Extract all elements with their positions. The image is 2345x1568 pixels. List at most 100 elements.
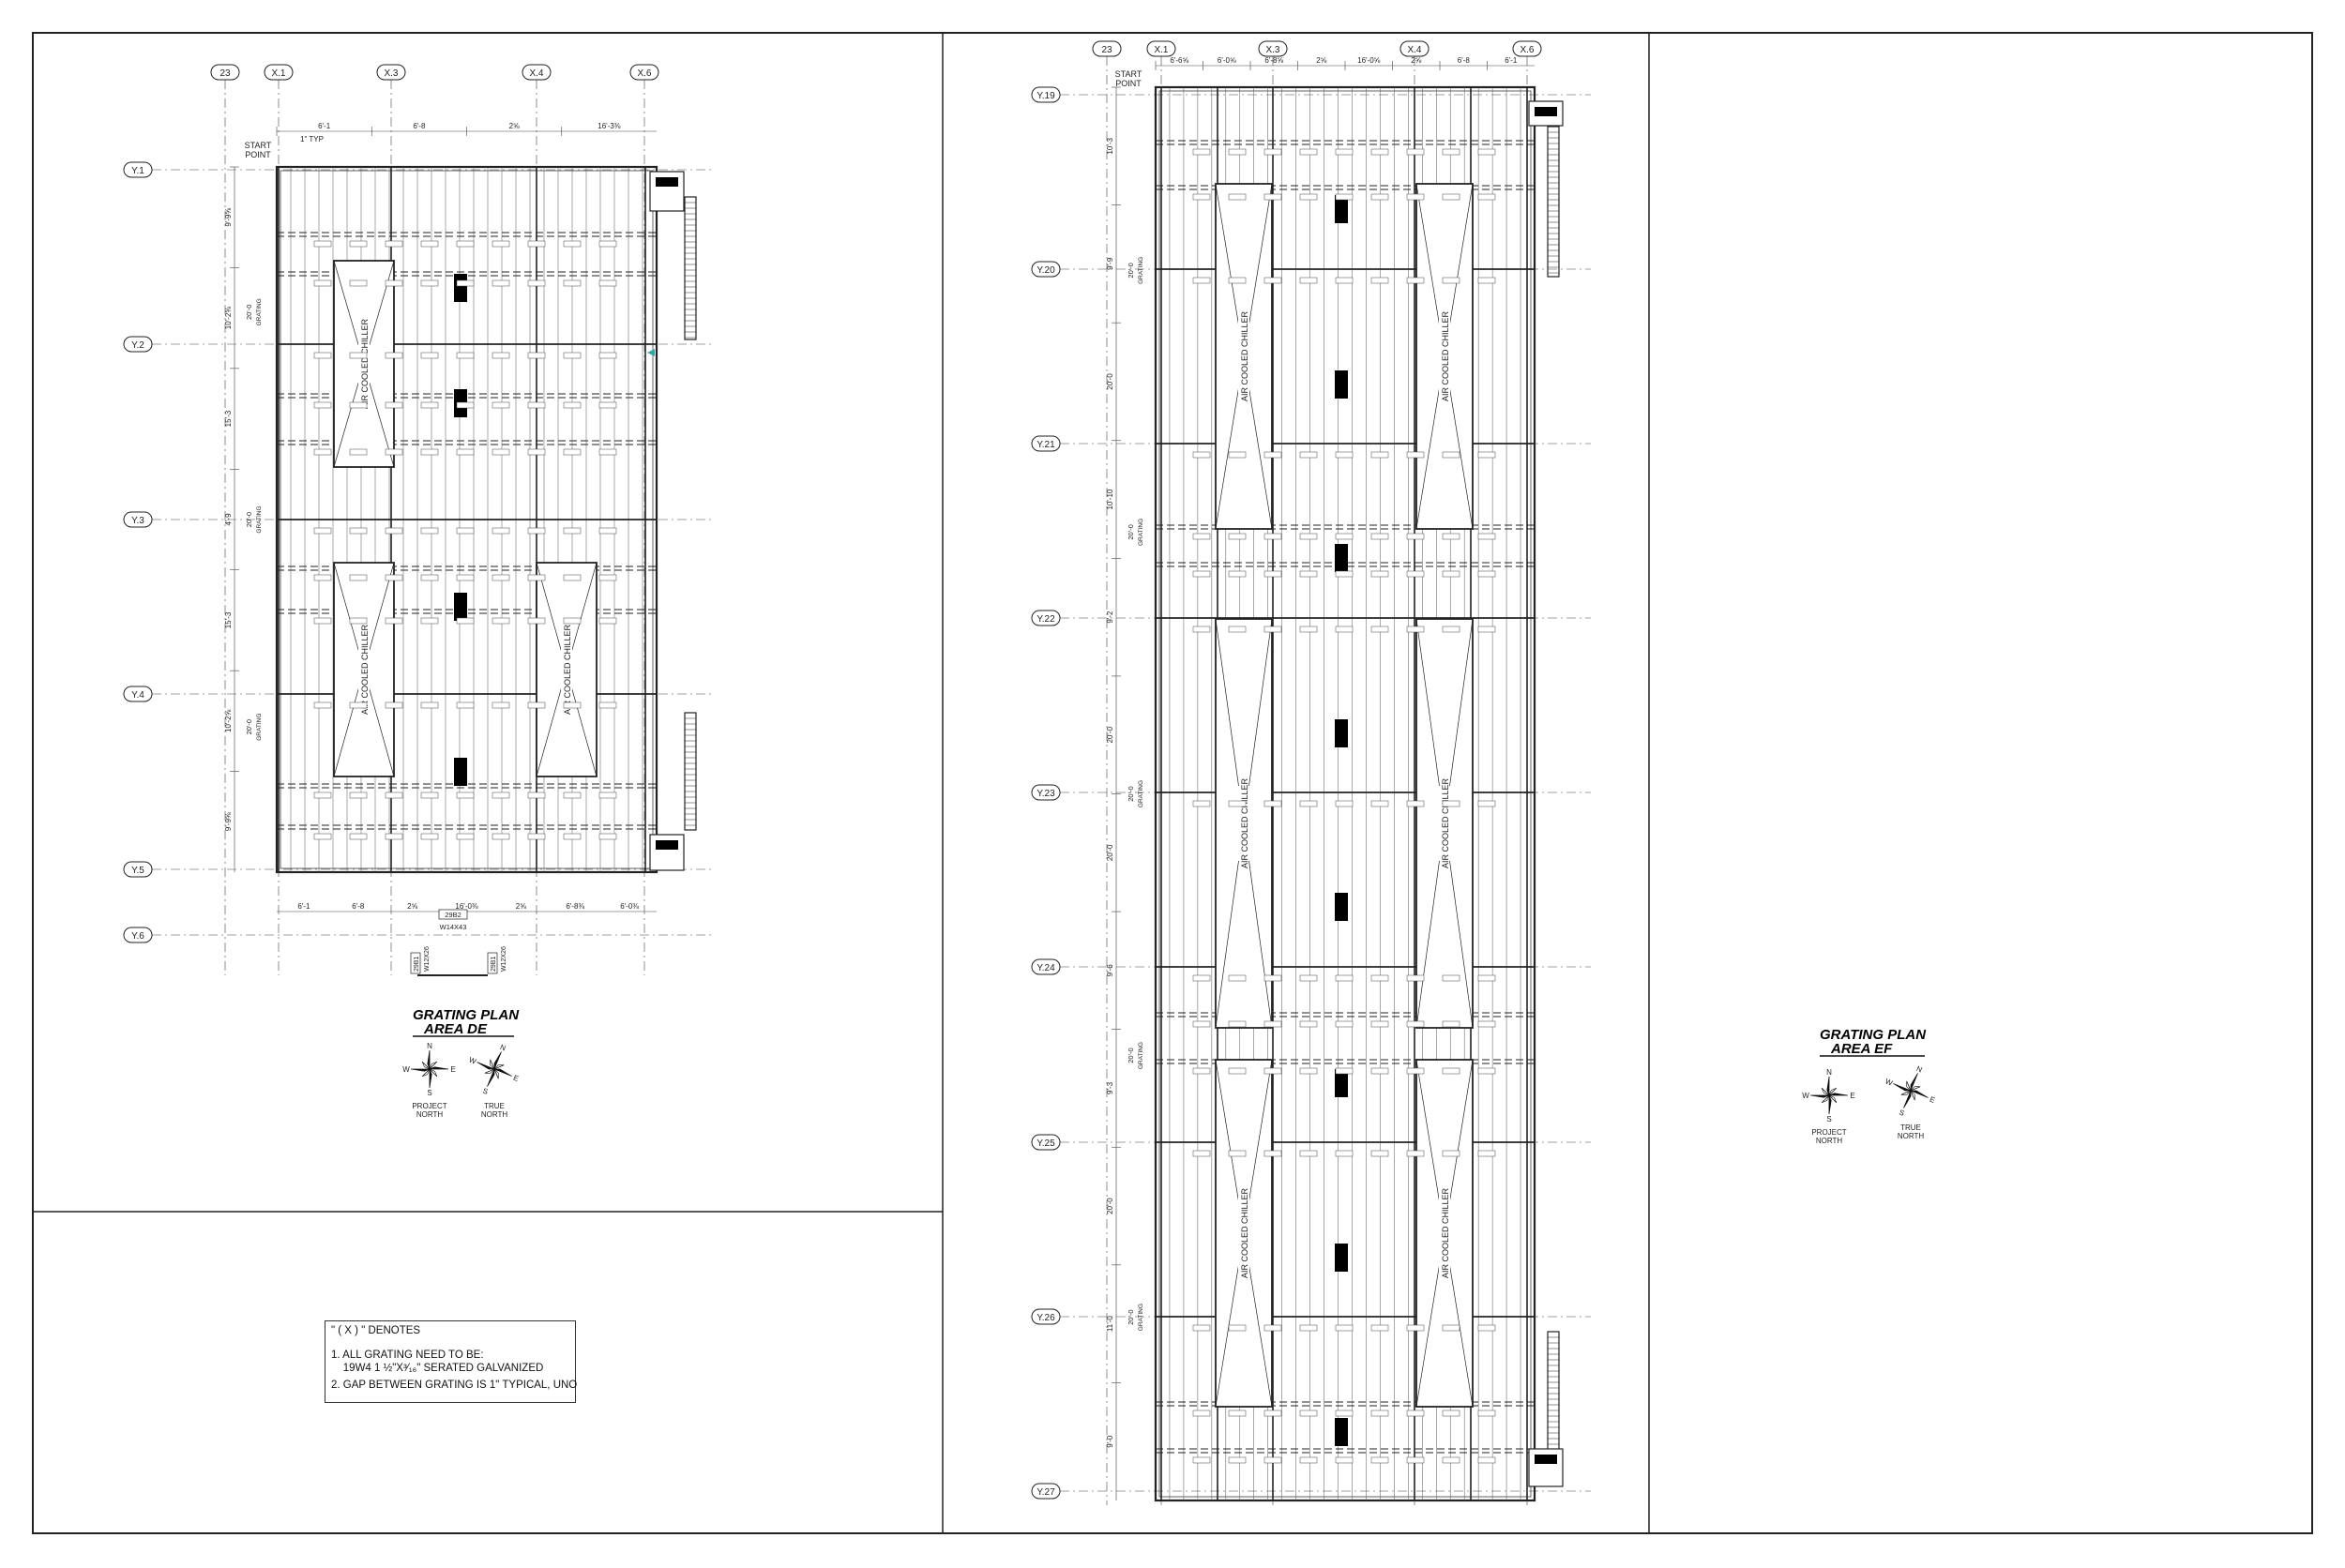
row-bubble-Y-1-label: Y.1 [131,166,144,176]
column-bubble-23-label: 23 [1101,45,1112,55]
notes-line-1: 1. ALL GRATING NEED TO BE: [331,1349,484,1361]
panel-tag [527,617,546,625]
left-dimension: 9'-0 [1106,1435,1114,1448]
left-dimension: 9'-9⅝ [224,208,233,227]
row-bubble-Y-27 [1031,1483,1061,1500]
chiller-label-bg [1439,319,1450,394]
panel-tag [456,833,475,840]
chiller-label: AIR COOLED CHILLER [1441,1187,1450,1278]
top-dimension: 6'-8 [413,122,426,130]
column-bubble-X-6 [1512,40,1542,57]
equipment-pad [1335,195,1348,223]
panel-tag [1299,148,1318,156]
compass-n: N [499,1043,507,1053]
panel-tag [527,352,546,359]
beam-size: W12X26 [501,946,507,972]
left-dimension: 9'-3 [1106,1081,1114,1094]
left-dimension: 10'-2⅝ [224,307,233,330]
panel-tag [563,401,582,409]
panel-tag [1477,1410,1496,1417]
compass-w: W [1884,1078,1894,1088]
compass-ray [490,1059,495,1070]
top-dimension: 6'-8⅝ [1264,56,1283,65]
stair [684,712,697,831]
left-dimension: 9'-9⅝ [224,812,233,831]
start-point-label: POINT [1115,79,1142,88]
row-bubble-Y-23 [1031,784,1061,801]
compass-ray [1910,1090,1915,1101]
stair [1547,1331,1560,1464]
panel-tag [527,792,546,799]
compass-w: W [467,1056,477,1066]
panel-tag [313,527,332,535]
start-point-label: START [1115,69,1142,79]
bottom-dimension: 6'-0⅜ [620,902,639,911]
row-bubble-Y-25 [1031,1134,1061,1151]
panel-tag [313,701,332,709]
column-bubble-X-1 [1146,40,1176,57]
stair-landing [649,834,685,871]
left-plan-subtitle-text: AREA DE [423,1021,488,1037]
panel-tag [492,574,510,581]
panel-tag [598,617,617,625]
compass-ray [410,1068,431,1072]
beam-mark: 29B1 [414,957,420,972]
panel-tag [1263,626,1282,633]
row-bubble-Y-21-label: Y.21 [1036,440,1055,450]
panel-tag [563,352,582,359]
chiller-label: AIR COOLED CHILLER [563,624,572,715]
row-bubble-Y-3-label: Y.3 [131,516,144,526]
beam-mark: 29B1 [491,957,497,972]
panel-tag [1370,1410,1389,1417]
panel-tag [1263,533,1282,540]
row-bubble-Y-4-label: Y.4 [131,690,144,701]
compass-s: S [1826,1115,1831,1123]
column-bubble-X-3-label: X.3 [384,68,398,79]
panel-tag [1192,1324,1211,1332]
panel-tag [1442,1456,1460,1464]
landing-equipment [656,840,678,850]
panel-tag [349,279,368,287]
panel-tag [492,279,510,287]
panel-tag [420,527,439,535]
panel-tag [313,448,332,456]
compass-ray [429,1062,437,1070]
chiller-unit: AIR COOLED CHILLER [1415,1059,1474,1408]
project-north-compass-label: NORTH [1816,1137,1843,1145]
chiller-label-bg [358,632,370,707]
panel-tag [492,401,510,409]
panel-tag [1299,974,1318,982]
panel-tag [1299,277,1318,284]
panel-tag [1299,1456,1318,1464]
panel-tag [1406,148,1425,156]
beam-tag [438,909,468,920]
panel-tag [598,279,617,287]
panel-tag [1370,1456,1389,1464]
bottom-dimension: 16'-0⅜ [455,902,478,911]
grating-label: GRATING [256,505,263,533]
panel-tag [1442,1324,1460,1332]
panel-tag [1442,1020,1460,1028]
panel-tag [1228,451,1247,459]
landing-equipment [1535,1455,1557,1464]
chiller-unit: AIR COOLED CHILLER [1215,618,1273,1029]
left-dimension: 20'-0 [1106,726,1114,743]
stair [1547,126,1560,278]
bottom-dimension: 2⅝ [516,902,526,911]
true-north-compass-label: TRUE [1900,1123,1921,1132]
panel-tag [1228,570,1247,578]
panel-tag [1228,974,1247,982]
row-bubble-Y-6-label: Y.6 [131,931,144,942]
left-dimension: 20'-0 [1106,1198,1114,1214]
panel-tag [1299,1410,1318,1417]
panel-tag [420,401,439,409]
panel-tag [1335,193,1354,201]
panel-tag [385,792,403,799]
panel-tag [1299,570,1318,578]
compass-ray [493,1068,499,1079]
grating-dimension: 20'-0 [1127,263,1135,278]
panel-tag [1370,1020,1389,1028]
